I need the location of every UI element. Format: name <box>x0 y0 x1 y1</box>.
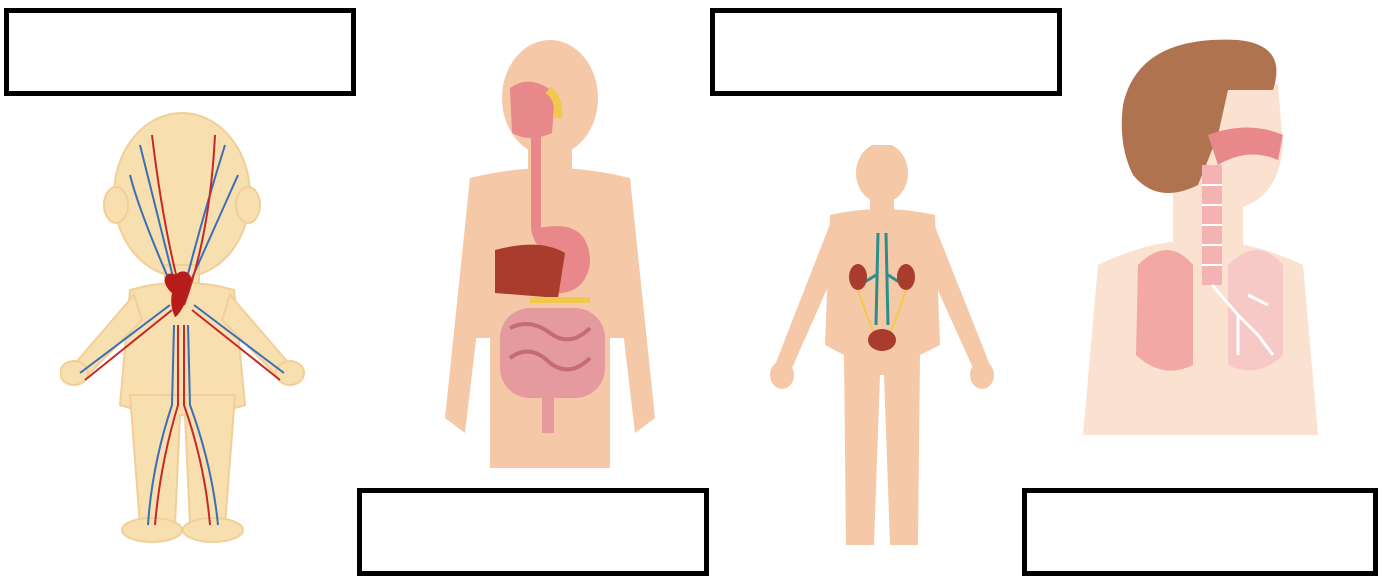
respiratory-system-icon <box>1078 35 1323 440</box>
answer-box-urinary[interactable] <box>710 8 1062 96</box>
answer-box-respiratory[interactable] <box>1022 488 1378 576</box>
urinary-system-icon <box>770 145 995 555</box>
circulatory-system-icon <box>60 105 305 545</box>
answer-box-circulatory[interactable] <box>4 8 356 96</box>
digestive-system-icon <box>440 38 665 476</box>
answer-box-digestive[interactable] <box>357 488 709 576</box>
